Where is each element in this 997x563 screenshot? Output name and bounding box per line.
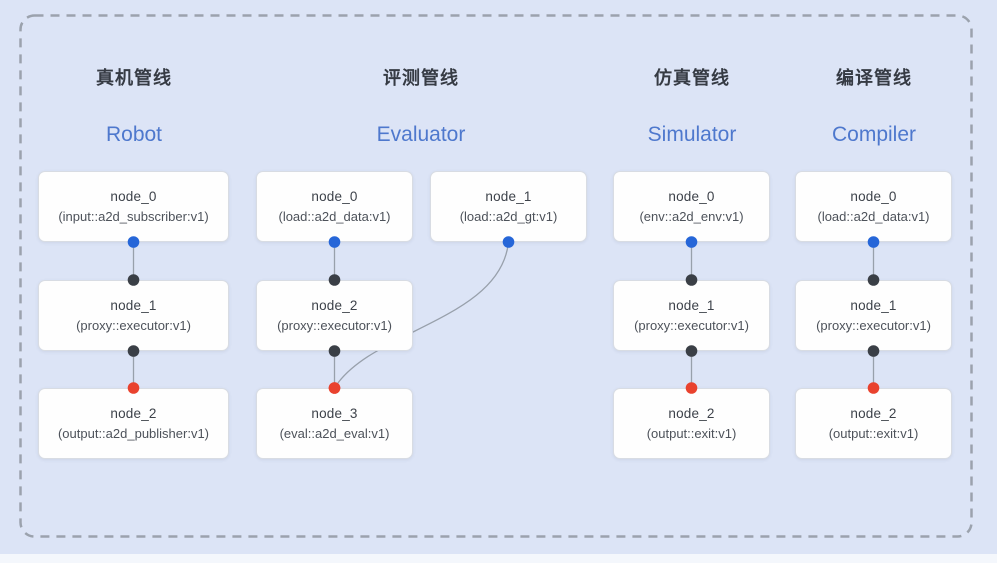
pipeline-subtitle: Simulator bbox=[647, 123, 737, 146]
pipeline-subtitle: Robot bbox=[105, 123, 163, 146]
pipeline-title: 仿真管线 bbox=[654, 68, 730, 88]
pipeline-subtitle: Evaluator bbox=[376, 123, 466, 146]
bottom-strip bbox=[0, 554, 997, 563]
pipeline-title: 真机管线 bbox=[96, 68, 172, 88]
pipeline-subtitle: Compiler bbox=[831, 123, 917, 146]
pipeline-title: 编译管线 bbox=[836, 68, 912, 88]
pipeline-title: 评测管线 bbox=[383, 68, 459, 88]
